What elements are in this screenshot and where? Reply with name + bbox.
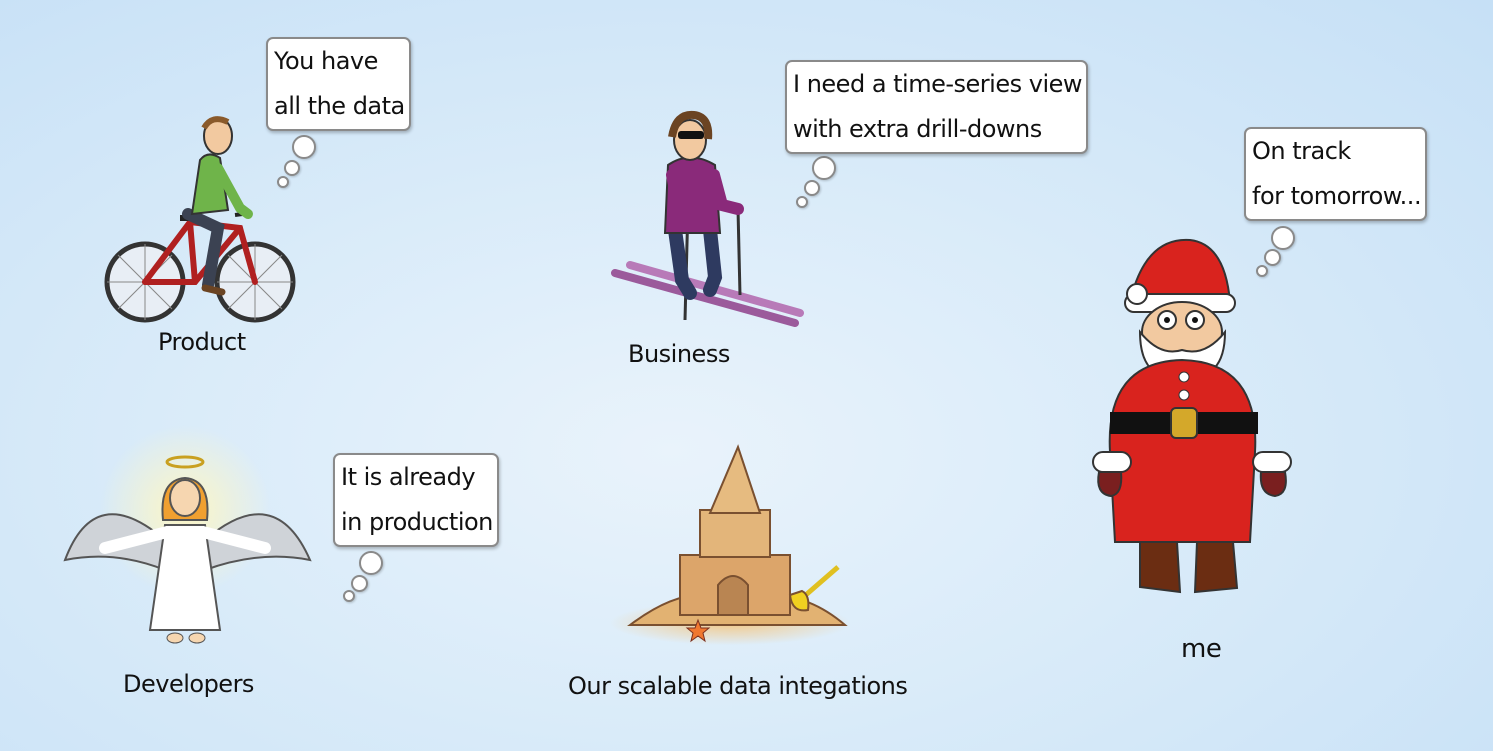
santa-illustration <box>1092 238 1292 594</box>
thought-dot <box>343 590 355 602</box>
thought-dot <box>804 180 820 196</box>
angel-illustration <box>63 425 312 644</box>
bubble-line: I need a time-series view <box>793 70 1083 98</box>
bubble-line: all the data <box>274 92 405 120</box>
me-thought-bubble: On track for tomorrow... <box>1244 127 1428 221</box>
thought-dot <box>359 551 383 575</box>
product-label: Product <box>158 328 246 356</box>
sandcastle-label: Our scalable data integations <box>568 672 908 700</box>
developers-label: Developers <box>123 670 254 698</box>
thought-dot <box>277 176 289 188</box>
me-label: me <box>1181 634 1222 664</box>
skier-illustration <box>611 110 804 327</box>
bubble-line: with extra drill-downs <box>793 115 1042 143</box>
thought-dot <box>796 196 808 208</box>
thought-dot <box>1271 226 1295 250</box>
cyclist-illustration <box>104 116 296 323</box>
thought-dot <box>1256 265 1268 277</box>
thought-dot <box>812 156 836 180</box>
sandcastle-illustration <box>610 444 850 645</box>
bubble-line: for tomorrow... <box>1252 182 1422 210</box>
bubble-line: On track <box>1252 137 1351 165</box>
bubble-line: It is already <box>341 463 476 491</box>
business-label: Business <box>628 340 730 368</box>
developers-thought-bubble: It is already in production <box>333 453 499 547</box>
bubble-line: You have <box>274 47 378 75</box>
thought-dot <box>284 160 300 176</box>
business-thought-bubble: I need a time-series view with extra dri… <box>785 60 1088 154</box>
product-thought-bubble: You have all the data <box>266 37 411 131</box>
bubble-line: in production <box>341 508 493 536</box>
thought-dot <box>1264 249 1281 266</box>
thought-dot <box>292 135 316 159</box>
thought-dot <box>351 575 368 592</box>
